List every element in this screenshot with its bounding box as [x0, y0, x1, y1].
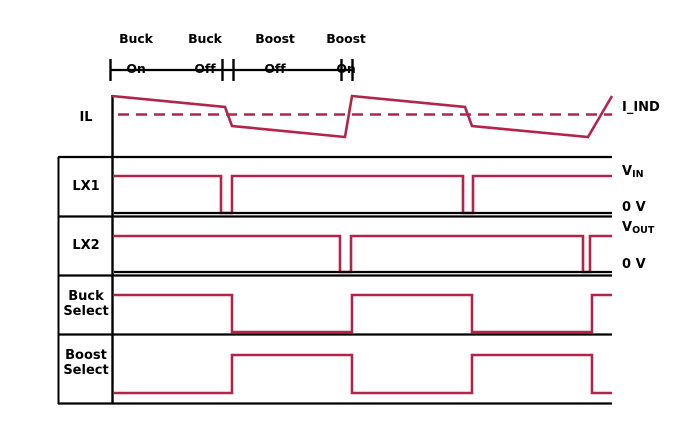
- phase-label-buck-off-line2: Off: [194, 61, 216, 76]
- phase-label-buck-on-line2: On: [126, 61, 146, 76]
- phase-label-boost-off: Boost Off: [242, 16, 308, 76]
- buck-select-trace: [114, 293, 612, 334]
- phase-label-boost-off-line1: Boost: [255, 31, 295, 46]
- phase-label-boost-on-line2: On: [336, 61, 356, 76]
- waveform-il: [111, 94, 614, 139]
- phase-label-buck-off: Buck Off: [175, 16, 235, 76]
- waveform-boost-select: [114, 353, 612, 395]
- right-label-v-out-sub: OUT: [632, 225, 655, 236]
- row-label-buck-select: Buck Select: [63, 289, 109, 319]
- right-label-v-in-base: V: [622, 164, 633, 179]
- phase-label-buck-on-line1: Buck: [119, 31, 153, 46]
- row-grid: [57, 95, 612, 405]
- right-label-v-in: VIN: [622, 164, 644, 181]
- phase-timeline: [109, 59, 354, 81]
- row-label-boost-select: Boost Select: [63, 348, 109, 378]
- right-label-zero-v-upper: 0 V: [622, 200, 646, 215]
- boost-select-trace: [114, 353, 612, 395]
- right-label-v-out-base: V: [622, 220, 633, 235]
- phase-label-boost-on-line1: Boost: [326, 31, 366, 46]
- row-label-lx2: LX2: [72, 238, 100, 253]
- row-label-lx1: LX1: [72, 179, 100, 194]
- lx2-trace: [114, 234, 612, 274]
- phase-label-boost-off-line2: Off: [264, 61, 286, 76]
- waveform-lx1: [114, 174, 612, 215]
- right-label-i-ind: I_IND: [622, 100, 660, 115]
- lx1-trace: [114, 174, 612, 215]
- right-label-v-in-sub: IN: [632, 169, 644, 180]
- waveform-buck-select: [114, 293, 612, 334]
- phase-label-buck-on: Buck On: [106, 16, 166, 76]
- phase-label-buck-off-line1: Buck: [188, 31, 222, 46]
- right-label-zero-v-lower: 0 V: [622, 257, 646, 272]
- phase-label-boost-on: Boost On: [313, 16, 379, 76]
- il-current-trace: [111, 94, 614, 139]
- waveform-lx2: [114, 234, 612, 274]
- right-label-v-out: VOUT: [622, 220, 655, 237]
- row-label-il: IL: [79, 110, 93, 125]
